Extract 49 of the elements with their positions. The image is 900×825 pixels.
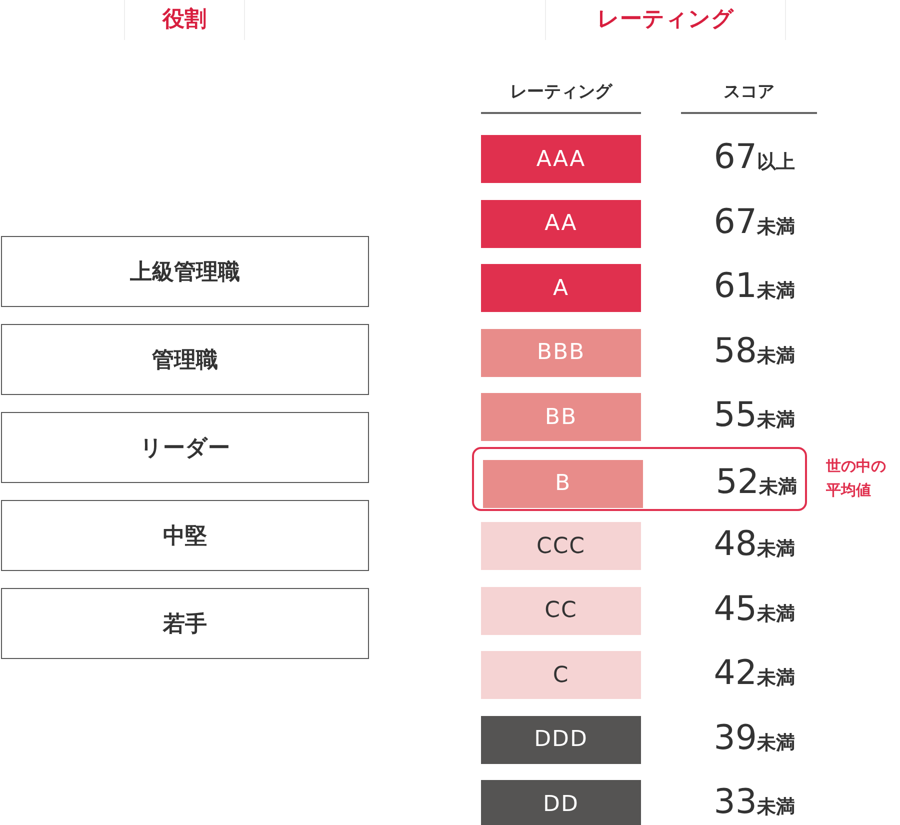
role-box [1,412,369,483]
column-heading: スコア [681,80,817,114]
rating-grade: AA [544,211,578,236]
rating-bar [481,264,641,312]
rating-bar [481,522,641,570]
rating-grade: AAA [536,146,586,172]
section-heading: 役割 [124,0,245,40]
rating-bar [481,586,641,634]
rating-grade: DD [543,792,579,816]
rating-grade: CC [544,598,578,623]
score-value: 42未満 [712,652,795,695]
score-value: 61未満 [712,265,795,308]
rating-bar [481,200,641,248]
role-label: 若手 [163,610,207,638]
rating-grade: BB [544,404,578,430]
role-label: リーダー [140,434,230,462]
role-label: 上級管理職 [130,258,240,286]
score-value: 67以上 [712,136,795,179]
rating-bar [481,716,641,764]
rating-bar [481,780,641,825]
annotation-text: 世の中の平均値 [826,456,887,501]
rating-bar [481,328,641,376]
rating-bar [481,135,641,183]
score-value: 45未満 [712,588,795,630]
rating-grade: A [552,276,570,300]
rating-grade: C [552,662,570,688]
score-value: 39未満 [712,716,795,760]
score-value: 58未満 [712,330,795,372]
score-value: 52未満 [714,460,797,504]
rating-grade: BBB [536,340,586,365]
highlight-frame [472,447,807,511]
role-label: 管理職 [152,346,218,374]
score-value: 67未満 [712,200,795,244]
score-value: 33未満 [712,781,795,824]
rating-grade: B [554,471,572,496]
rating-bar [483,460,643,508]
role-label: 中堅 [163,522,207,550]
rating-bar [481,651,641,699]
role-box [1,588,369,659]
rating-bar [481,393,641,441]
column-heading: レーティング [481,80,641,114]
rating-grade: DDD [534,727,588,752]
rating-grade: CCC [536,534,586,558]
score-value: 48未満 [712,523,795,566]
role-box [1,236,369,307]
section-heading: レーティング [545,0,786,40]
score-value: 55未満 [712,394,795,437]
role-box [1,324,369,395]
role-box [1,500,369,571]
